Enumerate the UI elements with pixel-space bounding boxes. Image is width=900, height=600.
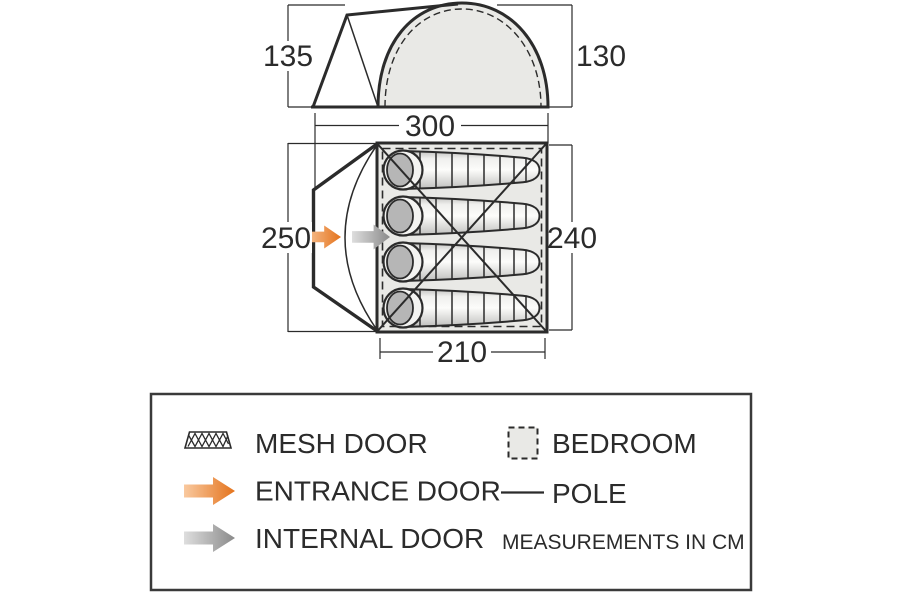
bedroom-swatch-icon (507, 426, 539, 460)
mesh-door-icon (183, 431, 233, 449)
sleeping-bag (382, 287, 541, 329)
legend-internal-door-label: INTERNAL DOOR (255, 523, 484, 554)
legend-bedroom-label: BEDROOM (552, 428, 697, 459)
sleeping-bag (382, 149, 541, 191)
legend-entrance-door-label: ENTRANCE DOOR (255, 476, 501, 507)
dimension-300-label: 300 (405, 110, 455, 143)
dome-inner-dashed-line (384, 8, 542, 108)
dimension-250: 250 (260, 142, 377, 333)
sleeping-bag (382, 241, 541, 283)
dimension-250-label: 250 (261, 222, 311, 255)
legend: MESH DOOR ENTRANCE DOOR INTERNAL DOOR BE… (149, 392, 753, 592)
elevation-view: 135 130 (263, 1, 626, 109)
dimension-135-label: 135 (263, 40, 313, 73)
dimension-240-label: 240 (547, 222, 597, 255)
dimension-300: 300 (314, 110, 549, 190)
porch-inner-door-curve (344, 144, 378, 331)
legend-mesh-door-label: MESH DOOR (255, 428, 428, 459)
legend-box (149, 392, 753, 592)
dimension-135: 135 (263, 4, 345, 108)
dimension-210-label: 210 (437, 336, 487, 369)
sleeping-bag (382, 195, 541, 237)
floor-plan: 250 240 210 (260, 141, 598, 369)
dome-profile (376, 1, 550, 109)
dimension-240: 240 (547, 144, 598, 331)
legend-pole-label: POLE (552, 478, 627, 509)
dimension-130-label: 130 (576, 40, 626, 73)
pole-cross-lines (377, 143, 547, 332)
legend-measurements-note: MEASUREMENTS IN CM (502, 531, 745, 554)
porch-inner-line (346, 14, 379, 108)
dimension-130: 130 (497, 4, 626, 108)
dimension-210: 210 (379, 336, 546, 369)
